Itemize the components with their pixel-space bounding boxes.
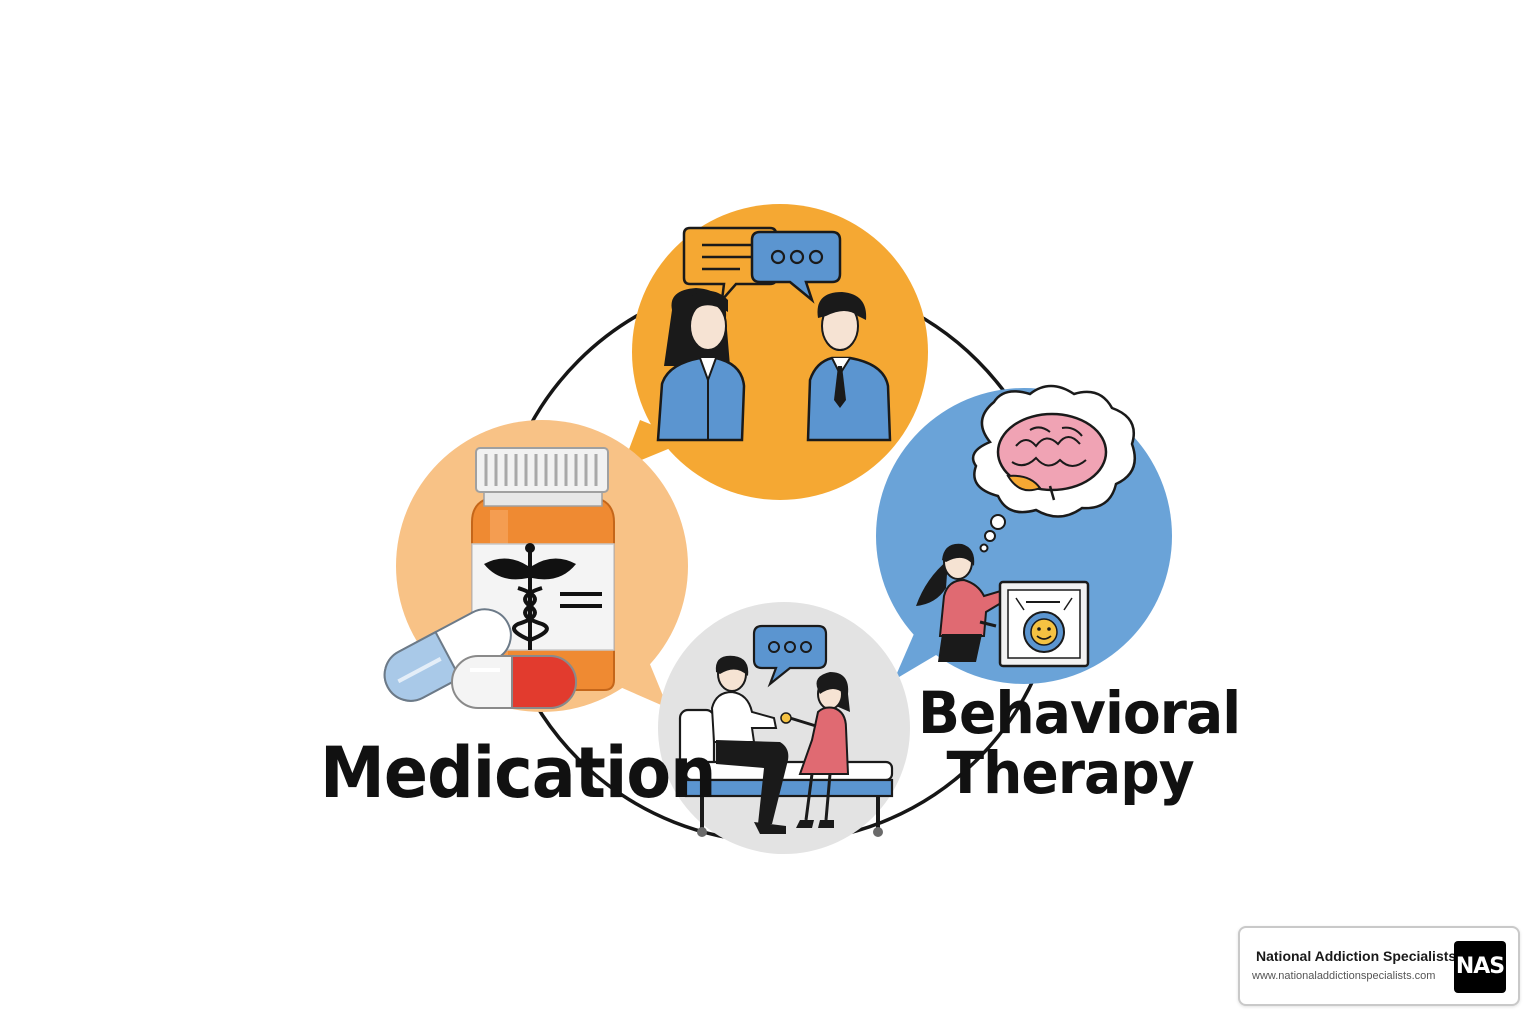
smiley-board-icon [998, 580, 1090, 668]
counseling-bubble [622, 204, 928, 500]
counselor-man-seated [710, 655, 789, 834]
speech-bubble-dots-icon [752, 624, 828, 688]
support-session-bubble [658, 602, 910, 854]
brand-logo: NAS [1454, 941, 1506, 993]
medication-bubble [383, 420, 688, 712]
behavioral-therapy-label: Behavioral Therapy [918, 679, 1241, 807]
client-woman-seated [789, 672, 850, 828]
speech-bubble-dots-icon [750, 230, 842, 304]
counselor-woman [656, 288, 746, 442]
therapy-couch-icon [678, 708, 894, 837]
behavioral-label-line2: Therapy [946, 739, 1195, 807]
client-man [806, 292, 892, 442]
behavioral-therapy-bubble [876, 384, 1172, 684]
brand-name: National Addiction Specialists [1256, 948, 1457, 964]
therapist-woman [916, 543, 1008, 662]
medication-label: Medication [320, 732, 717, 814]
behavioral-label-line1: Behavioral [918, 679, 1241, 747]
caduceus-icon [484, 543, 602, 650]
capsule-icon [383, 608, 512, 702]
brain-thought-icon [971, 384, 1136, 553]
brand-card[interactable]: National Addiction Specialists www.natio… [1238, 926, 1520, 1006]
capsule-icon [451, 655, 577, 709]
brand-url[interactable]: www.nationaladdictionspecialists.com [1252, 970, 1436, 982]
